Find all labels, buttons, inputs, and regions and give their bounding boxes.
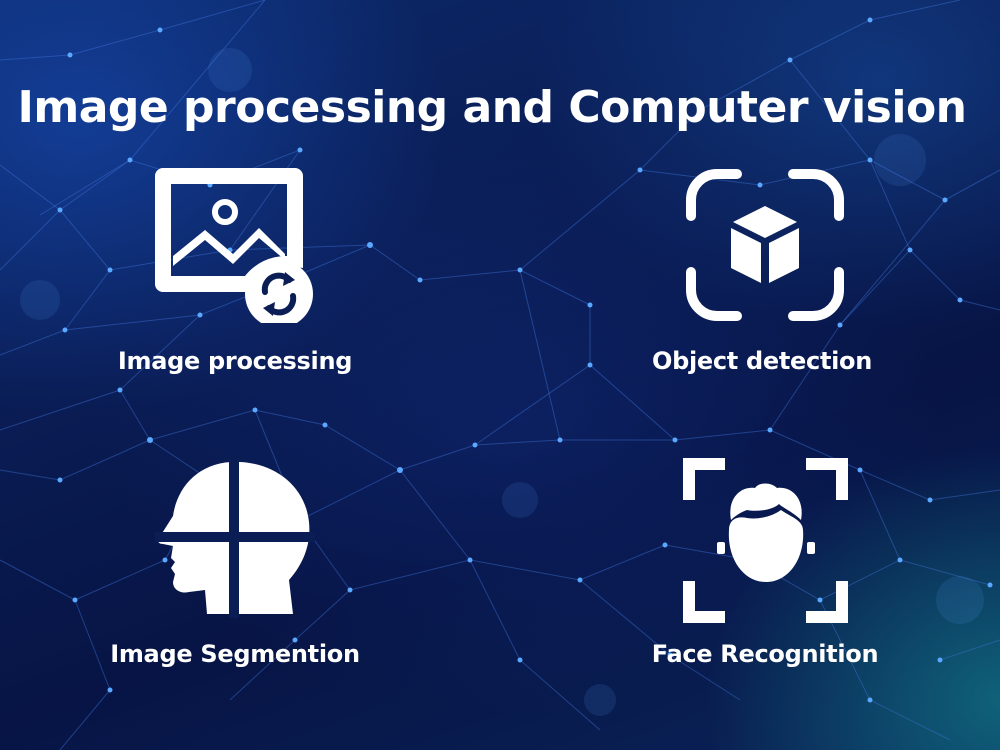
page-title: Image processing and Computer vision [17,82,967,133]
label-image-processing: Image processing [117,347,353,375]
image-processing-icon [155,168,313,323]
head-segmentation-icon [155,458,315,618]
label-face-recognition: Face Recognition [651,640,879,668]
face-recognition-icon [683,458,848,623]
label-image-segmentation: Image Segmention [110,640,360,668]
object-detection-icon [686,169,844,321]
label-object-detection: Object detection [651,347,873,375]
